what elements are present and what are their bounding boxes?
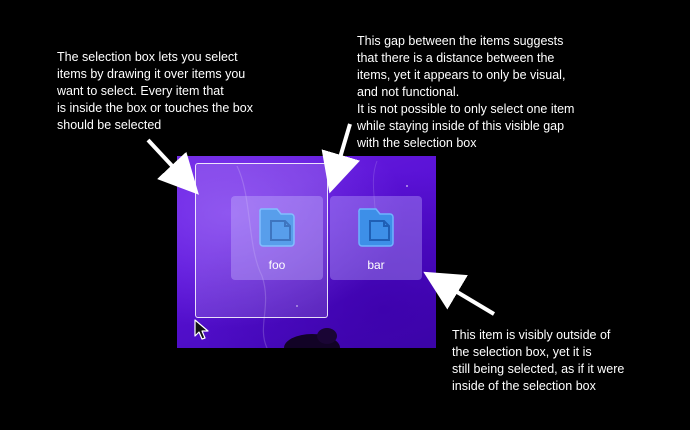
wallpaper-decoration (236, 160, 408, 348)
selection-box (195, 163, 328, 318)
folder-icon (259, 208, 295, 247)
item-label: bar (367, 258, 385, 272)
item-label: foo (268, 258, 286, 272)
desktop-item-foo[interactable]: foo (231, 196, 323, 280)
gap-annotation: This gap between the items suggests that… (357, 34, 575, 150)
mouse-cursor-icon (194, 319, 209, 340)
desktop-area[interactable]: foo bar (177, 156, 436, 348)
outside-item-annotation: This item is visibly outside of the sele… (452, 328, 625, 393)
arrow-to-bar-item (423, 271, 496, 316)
selection-box-annotation: The selection box lets you select items … (57, 50, 253, 132)
folder-icon (358, 208, 394, 247)
desktop-item-bar[interactable]: bar (330, 196, 422, 280)
